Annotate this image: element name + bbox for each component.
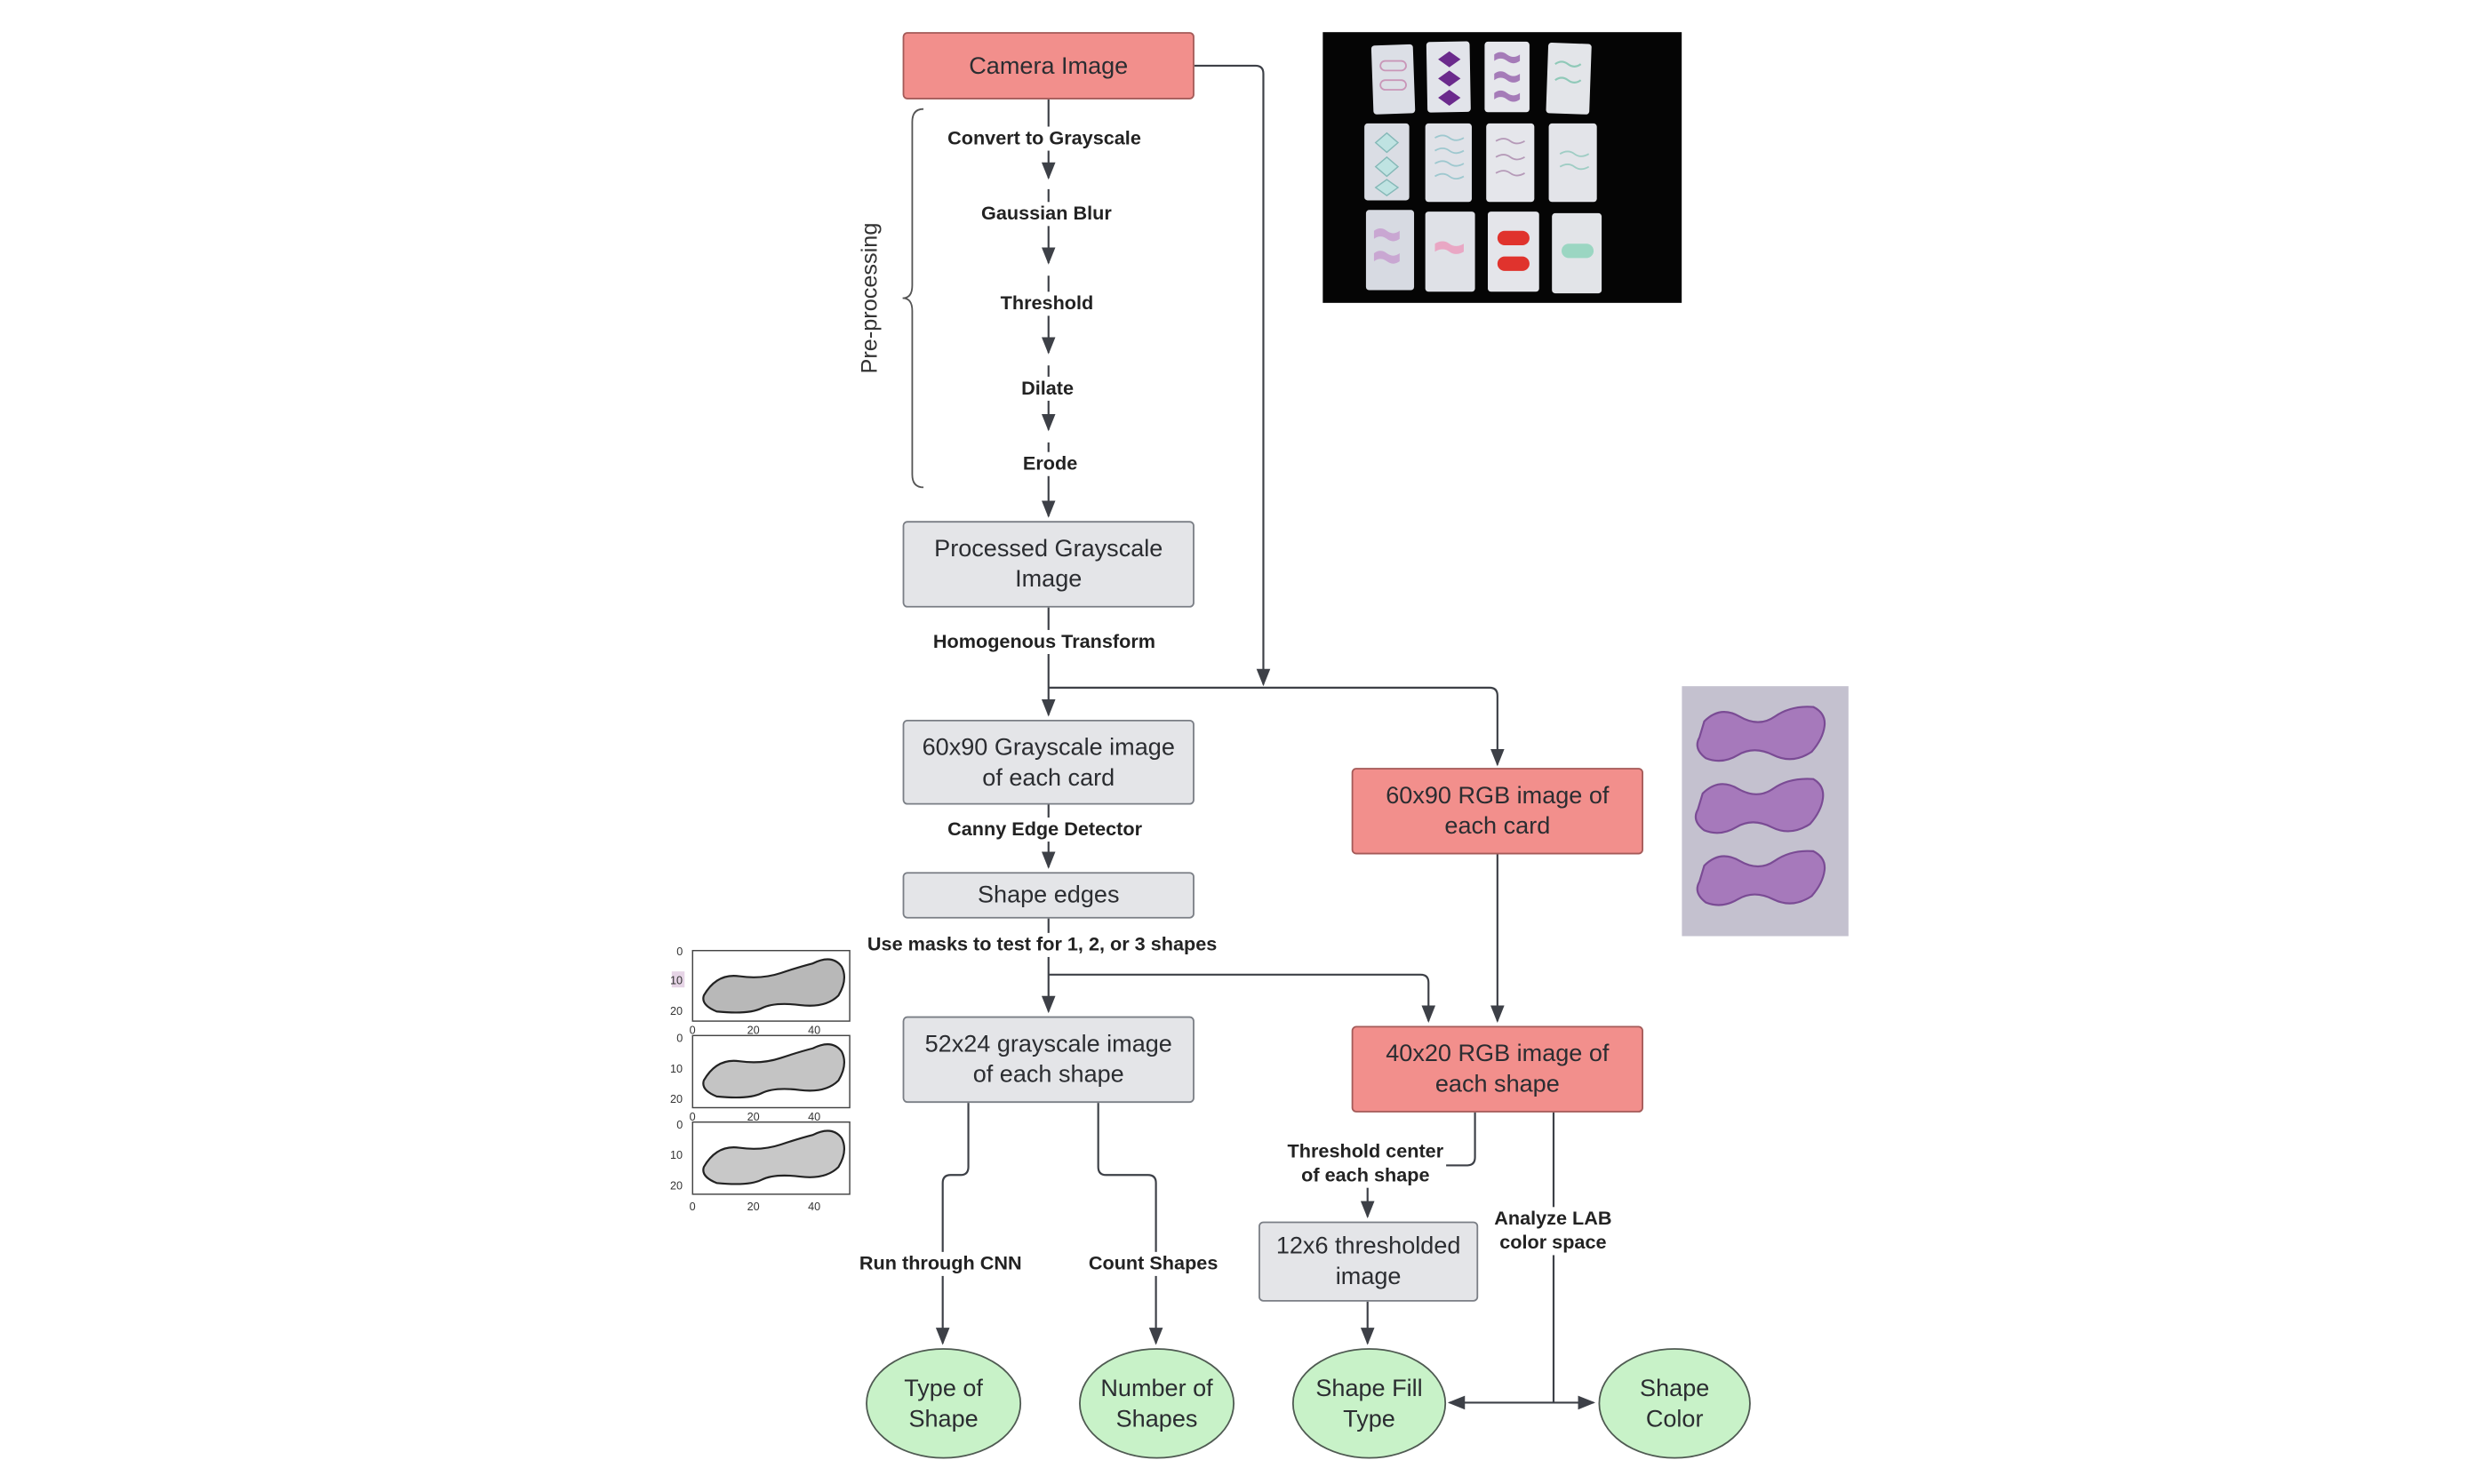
label-threshold: Threshold xyxy=(997,291,1097,316)
thresholded-line1: 12x6 thresholded xyxy=(1275,1233,1461,1260)
camera-image-label: Camera Image xyxy=(969,52,1129,80)
label-erode: Erode xyxy=(1019,451,1081,476)
plot2-xtick-20: 20 xyxy=(747,1111,760,1123)
type-line1: Type of xyxy=(904,1374,983,1402)
processed-label-line2: Image xyxy=(1015,565,1083,594)
rgb-card-node: 60x90 RGB image of each card xyxy=(1351,768,1643,855)
plot3-xtick-40: 40 xyxy=(808,1201,820,1213)
label-threshold-center: Threshold center of each shape xyxy=(1283,1139,1447,1188)
processed-label-line1: Processed Grayscale xyxy=(934,535,1163,563)
number-of-shapes-output: Number of Shapes xyxy=(1079,1348,1235,1459)
arrow-shape-to-type xyxy=(935,1103,970,1345)
plot1-ytick-10: 10 xyxy=(670,975,683,987)
preprocessing-brace xyxy=(902,108,924,489)
type-line2: Shape xyxy=(908,1405,979,1432)
plot2-ytick-10: 10 xyxy=(670,1063,683,1075)
thresholded-line2: image xyxy=(1335,1263,1402,1291)
plot1-xtick-0: 0 xyxy=(690,1025,696,1037)
arrow-camera-side xyxy=(1194,64,1271,687)
plot1-ytick-0: 0 xyxy=(676,945,683,958)
shape-edges-label: Shape edges xyxy=(977,882,1120,909)
camera-image-node: Camera Image xyxy=(902,32,1195,100)
grayscale-card-node: 60x90 Grayscale image of each card xyxy=(902,719,1195,805)
rgb-shape-node: 40x20 RGB image of each shape xyxy=(1351,1025,1643,1113)
plot2-ytick-20: 20 xyxy=(670,1093,683,1105)
grayscale-card-line1: 60x90 Grayscale image xyxy=(922,733,1175,761)
color-line2: Color xyxy=(1645,1405,1704,1432)
plot3-xtick-0: 0 xyxy=(690,1201,696,1213)
rgb-shape-line1: 40x20 RGB image of xyxy=(1386,1040,1610,1068)
label-run-cnn: Run through CNN xyxy=(856,1251,1026,1276)
fill-line2: Type xyxy=(1343,1405,1395,1432)
rgb-card-line1: 60x90 RGB image of xyxy=(1386,782,1610,810)
plot3-ytick-10: 10 xyxy=(670,1149,683,1161)
plot1-xtick-40: 40 xyxy=(808,1025,820,1037)
label-homogenous-transform: Homogenous Transform xyxy=(930,629,1159,654)
threshold-center-line1: Threshold center xyxy=(1287,1139,1444,1162)
type-of-shape-output: Type of Shape xyxy=(866,1348,1022,1459)
shape-edges-node: Shape edges xyxy=(902,872,1195,919)
arrow-shape-to-number xyxy=(1097,1103,1163,1345)
threshold-center-line2: of each shape xyxy=(1301,1163,1430,1186)
color-line1: Shape xyxy=(1640,1374,1710,1402)
grayscale-shape-line1: 52x24 grayscale image xyxy=(924,1030,1172,1058)
shape-fill-type-output: Shape Fill Type xyxy=(1291,1348,1447,1459)
arrow-branch-to-rgb-card xyxy=(1048,686,1505,767)
photo-symbols xyxy=(1373,51,1594,271)
preprocessing-label: Pre-processing xyxy=(856,222,883,374)
label-convert-grayscale: Convert to Grayscale xyxy=(944,126,1145,151)
analyze-lab-line1: Analyze LAB xyxy=(1494,1207,1612,1230)
analyze-lab-line2: color space xyxy=(1499,1231,1607,1254)
grayscale-card-line2: of each card xyxy=(982,763,1115,792)
grayscale-shape-node: 52x24 grayscale image of each shape xyxy=(902,1016,1195,1104)
mask-plot-1: 0 10 20 xyxy=(670,945,851,1022)
plot2-xtick-0: 0 xyxy=(690,1111,696,1123)
camera-photo xyxy=(1322,32,1682,303)
number-line1: Number of xyxy=(1100,1374,1213,1402)
mask-test-plots: 0 10 20 0 10 20 0 10 20 0 20 40 0 xyxy=(670,945,851,1213)
grayscale-shape-line2: of each shape xyxy=(972,1061,1124,1089)
plot3-ytick-20: 20 xyxy=(670,1179,683,1192)
fill-line1: Shape Fill xyxy=(1315,1374,1423,1402)
processed-grayscale-node: Processed Grayscale Image xyxy=(902,521,1195,608)
plot1-ytick-20: 20 xyxy=(670,1005,683,1017)
thresholded-image-node: 12x6 thresholded image xyxy=(1258,1221,1479,1302)
mask-plot-3: 0 10 20 0 20 40 xyxy=(670,1119,851,1213)
label-use-masks: Use masks to test for 1, 2, or 3 shapes xyxy=(864,932,1220,957)
mask-plot-2: 0 10 20 xyxy=(670,1033,851,1109)
rgb-card-line2: each card xyxy=(1444,812,1551,841)
label-count-shapes: Count Shapes xyxy=(1085,1251,1221,1276)
label-gaussian-blur: Gaussian Blur xyxy=(978,202,1115,227)
label-dilate: Dilate xyxy=(1018,376,1077,401)
rgb-shape-line2: each shape xyxy=(1434,1071,1560,1098)
label-canny-edge: Canny Edge Detector xyxy=(944,817,1146,842)
plot3-xtick-20: 20 xyxy=(747,1201,760,1213)
plot1-xtick-20: 20 xyxy=(747,1025,760,1037)
card-crop-photo xyxy=(1682,686,1849,937)
plot2-ytick-0: 0 xyxy=(676,1033,683,1045)
plot3-ytick-0: 0 xyxy=(676,1119,683,1131)
label-analyze-lab: Analyze LAB color space xyxy=(1490,1207,1616,1256)
arrow-branch-to-rgb-shape xyxy=(1048,973,1436,1024)
shape-color-output: Shape Color xyxy=(1598,1348,1751,1459)
plot2-xtick-40: 40 xyxy=(808,1111,820,1123)
number-line2: Shapes xyxy=(1115,1405,1198,1432)
